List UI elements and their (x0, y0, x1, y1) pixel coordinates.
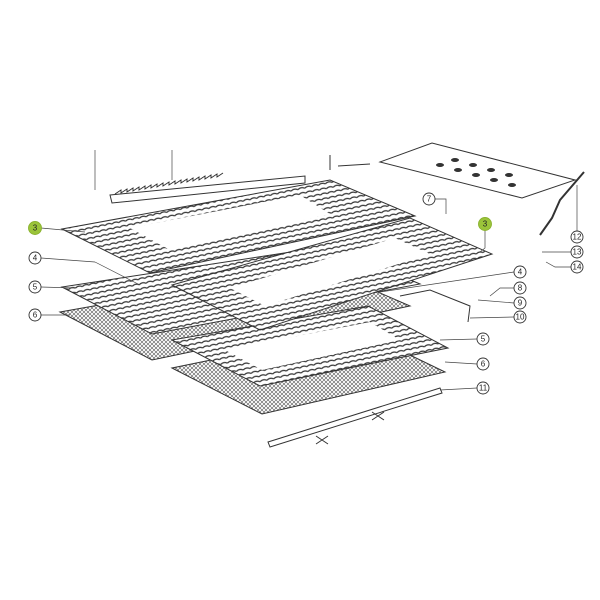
callout-5-left[interactable]: 5 (28, 280, 42, 294)
strip-bar (267, 387, 443, 448)
svg-text:8: 8 (518, 284, 523, 293)
svg-text:5: 5 (481, 335, 486, 344)
callout-9[interactable]: 9 (513, 296, 527, 310)
svg-text:13: 13 (573, 248, 582, 257)
svg-text:14: 14 (573, 263, 582, 272)
svg-text:7: 7 (427, 195, 432, 204)
toothed-bar (94, 150, 371, 204)
svg-text:3: 3 (33, 224, 38, 233)
svg-text:4: 4 (518, 268, 523, 277)
callout-7[interactable]: 7 (422, 192, 436, 206)
callout-4-right[interactable]: 4 (513, 265, 527, 279)
svg-text:6: 6 (481, 360, 486, 369)
svg-text:10: 10 (516, 313, 525, 322)
svg-text:5: 5 (33, 283, 38, 292)
callout-4-left[interactable]: 4 (28, 251, 42, 265)
callout-3-left[interactable]: 3 (28, 221, 42, 235)
callout-6-right[interactable]: 6 (476, 357, 490, 371)
svg-text:11: 11 (479, 384, 488, 393)
callout-14[interactable]: 14 (570, 260, 584, 274)
svg-text:12: 12 (573, 233, 582, 242)
svg-text:3: 3 (483, 220, 488, 229)
callout-11[interactable]: 11 (476, 381, 490, 395)
svg-text:9: 9 (518, 299, 523, 308)
callout-12[interactable]: 12 (570, 230, 584, 244)
cover-plate (378, 142, 577, 199)
svg-text:4: 4 (33, 254, 38, 263)
callout-13[interactable]: 13 (570, 245, 584, 259)
callout-5-right[interactable]: 5 (476, 332, 490, 346)
callout-6-left[interactable]: 6 (28, 308, 42, 322)
bracket (399, 289, 471, 323)
svg-text:6: 6 (33, 311, 38, 320)
callout-3-right[interactable]: 3 (478, 217, 492, 231)
callout-10[interactable]: 10 (513, 310, 527, 324)
callout-8[interactable]: 8 (513, 281, 527, 295)
leader-lines (40, 185, 578, 391)
rod (539, 171, 585, 236)
